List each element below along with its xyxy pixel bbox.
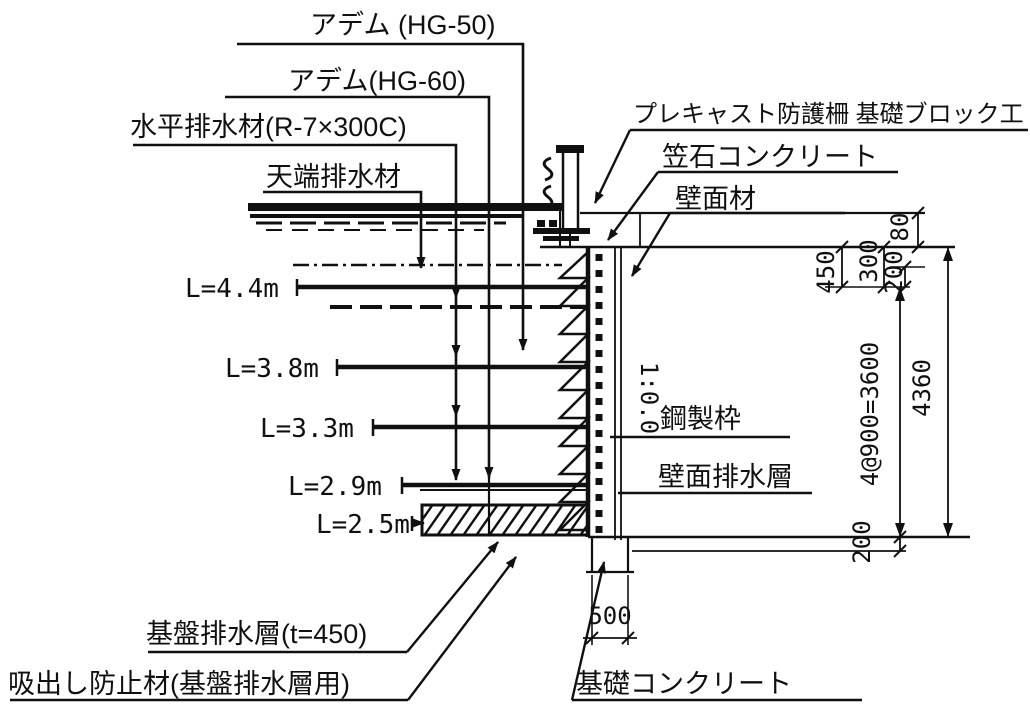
dimension-lines [583,206,953,645]
dim-foundation-width-500: 500 [588,602,631,630]
label-geogrid-l33: L=3.3m [260,414,354,444]
label-crest-drain: 天端排水材 [266,162,401,192]
top-surface-lines [540,211,955,249]
dimension-texts: 80 300 200 450 4@900=3600 4360 200 500 [588,213,936,630]
label-geogrid-l25: L=2.5m [316,510,410,540]
label-suction-prevention: 吸出し防止材(基盤排水層用) [8,669,350,699]
label-base-drainage-layer: 基盤排水層(t=450) [146,619,367,649]
base-drainage-band [420,503,590,537]
label-foundation-concrete: 基礎コンクリート [576,669,792,699]
text-labels: アデム (HG-50) アデム(HG-60) 水平排水材(R-7×300C) 天… [8,10,1024,699]
wall-face-sawtooth [556,251,592,532]
anchor-bolt-hooks [542,156,554,210]
dim-panel-pitch: 4@900=3600 [856,342,884,487]
label-geogrid-l38: L=3.8m [225,354,319,384]
label-geogrid-l29: L=2.9m [288,472,382,502]
wall-facing [556,213,641,540]
dim-cap-height-300: 300 [855,239,883,282]
label-steel-frame: 鋼製枠 [660,404,741,434]
dim-cap-top-80: 80 [886,213,914,242]
label-adem-hg60: アデム(HG-60) [288,66,466,96]
crest-drain-mats [248,203,563,247]
geogrid-layers [295,279,588,531]
dim-top-panel-450: 450 [812,250,840,293]
label-slope-ratio: 1:0.0 [635,362,663,434]
label-geogrid-l44: L=4.4m [185,274,279,304]
label-wall-drainage-layer: 壁面排水層 [658,462,793,492]
label-horizontal-drain: 水平排水材(R-7×300C) [130,112,407,142]
backfill-lines [293,263,588,491]
leader-lines-bottom [10,541,862,702]
label-adem-hg50: アデム (HG-50) [310,10,495,40]
label-wall-face-material: 壁面材 [675,184,756,214]
dim-base-thickness-200: 200 [848,520,876,563]
label-precast-guard-fence-block: プレキャスト防護柵 基礎ブロック工 [633,101,1024,128]
label-cap-concrete: 笠石コンクリート [662,142,878,172]
leader-lines-right [593,128,1028,495]
dim-total-height-4360: 4360 [908,359,936,417]
foundation-block [586,535,970,574]
dim-embedment-200: 200 [880,250,908,293]
guard-fence-post [533,145,590,247]
